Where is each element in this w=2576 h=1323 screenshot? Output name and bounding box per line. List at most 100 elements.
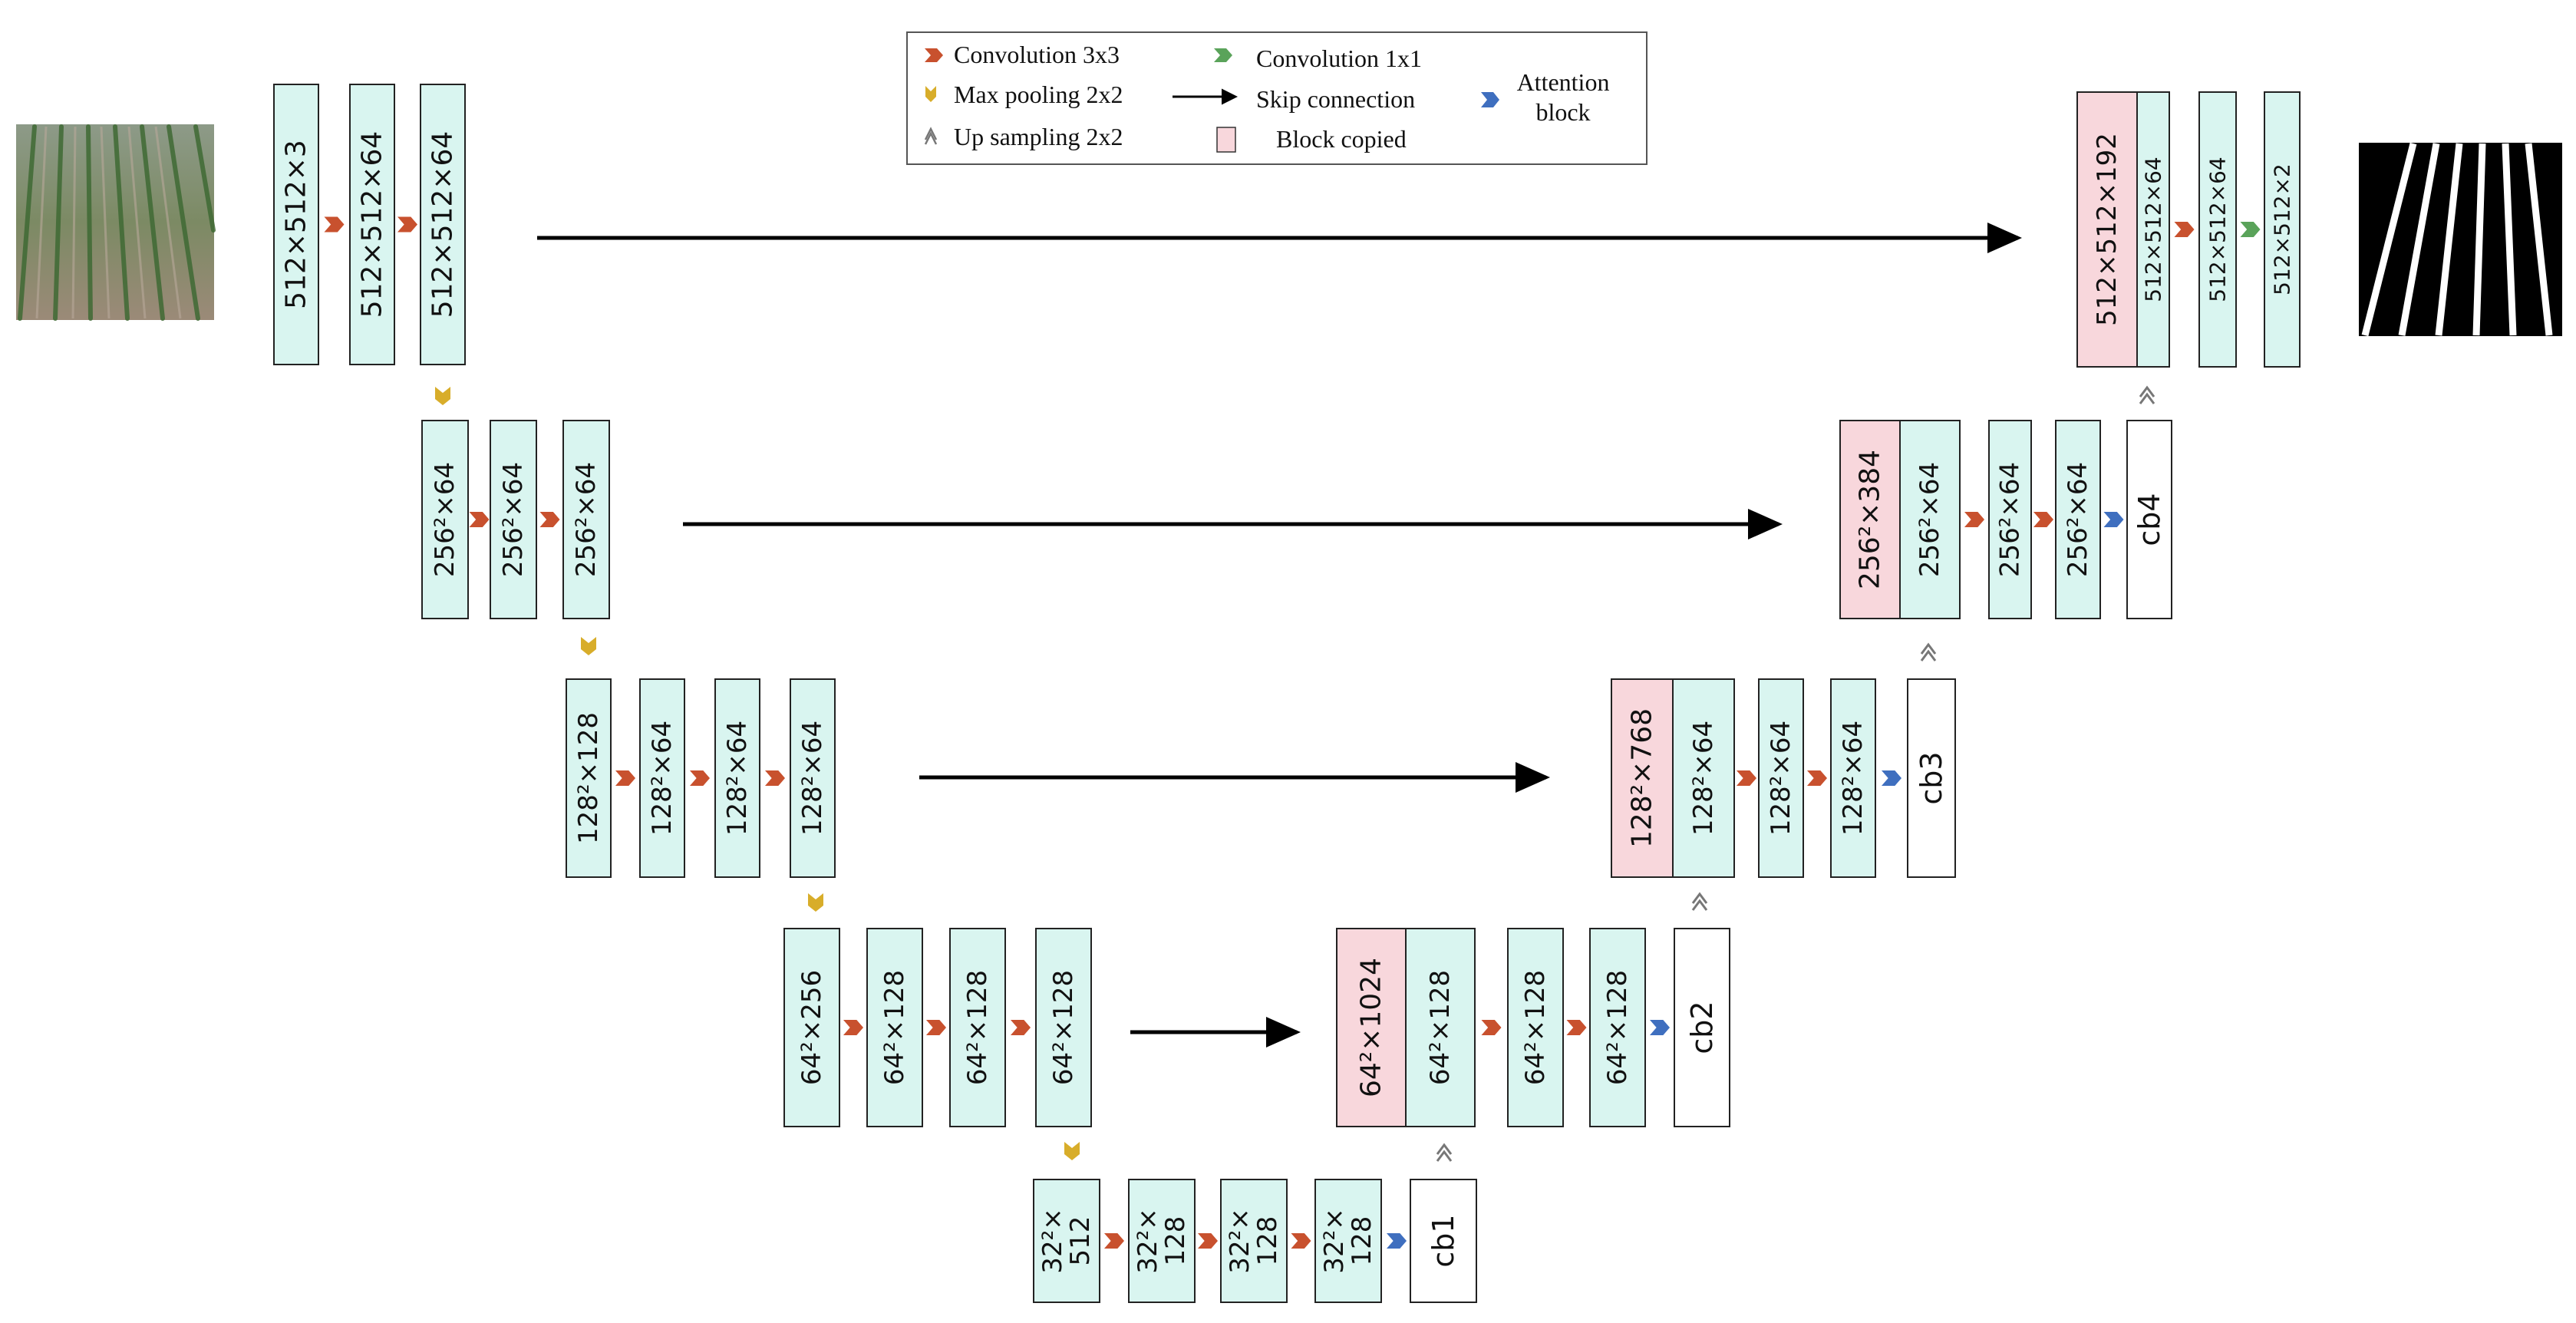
decoder-l5-copied-block-box (2076, 91, 2138, 368)
conv3-icon-enc-l3-3 (765, 770, 785, 786)
attention-block-cb4: cb4 (2126, 420, 2172, 619)
bottleneck-block-4-label-line1: 32²× (1319, 1208, 1350, 1273)
decoder-l3-block-2: 128²×64 (1758, 678, 1804, 878)
bottleneck-block-3-label-line1: 32²× (1225, 1208, 1255, 1273)
legend-attention-label-line1: Attention (1517, 68, 1610, 96)
attention-block-cb2-label: cb2 (1685, 1001, 1719, 1054)
encoder-l1-block-2-label: 512×512×64 (357, 131, 388, 318)
decoder-l3-block-1-label: 128²×64 (1688, 721, 1719, 836)
decoder-l3-block-3: 128²×64 (1830, 678, 1876, 878)
legend-conv1-label: Convolution 1x1 (1256, 45, 1422, 72)
conv3-icon-dec-l2-1 (1481, 1020, 1502, 1035)
conv1-legend-icon (1214, 48, 1232, 62)
copied-legend-swatch (1216, 127, 1236, 153)
encoder-l1-block-3: 512×512×64 (420, 84, 466, 365)
conv3-icon-enc-l2-1 (469, 512, 490, 527)
encoder-l4-block-1-label: 64²×256 (797, 970, 827, 1085)
encoder-l1-block-2: 512×512×64 (349, 84, 395, 365)
maxpool-icon-2 (581, 637, 596, 655)
conv3-icon-enc-l3-2 (690, 770, 710, 786)
bottleneck-block-2-box (1128, 1179, 1196, 1303)
decoder-l2-block-3: 64²×128 (1589, 928, 1646, 1127)
encoder-l1-block-1: 512×512×3 (273, 84, 319, 365)
attention-block-cb3-label: cb3 (1915, 751, 1948, 804)
output-image-background (2359, 143, 2562, 336)
upsample-legend-icon (924, 127, 938, 145)
legend-maxpool-label: Max pooling 2x2 (954, 81, 1123, 108)
decoder-l2-block-2: 64²×128 (1507, 928, 1564, 1127)
attention-icon-cb2 (1650, 1020, 1670, 1035)
decoder-l3-copied-block: 128²×768 (1611, 678, 1674, 878)
decoder-l4-block-3: 256²×64 (2055, 420, 2101, 619)
encoder-l3-block-3: 128²×64 (714, 678, 760, 878)
legend-copied-label: Block copied (1276, 125, 1407, 153)
attention-icon-cb1 (1387, 1233, 1407, 1249)
encoder-l2-block-3: 256²×64 (562, 420, 610, 619)
decoder-l3-block-2-box (1758, 678, 1804, 878)
conv3-icon-dec-l3-2 (1807, 770, 1827, 786)
encoder-l3-block-2-box (639, 678, 685, 878)
encoder-l4-block-2-label: 64²×128 (879, 970, 910, 1085)
legend-skip-label: Skip connection (1256, 85, 1415, 113)
upsample-icon-4 (2139, 385, 2155, 404)
encoder-l4-block-2: 64²×128 (866, 928, 923, 1127)
decoder-l3-block-3-box (1830, 678, 1876, 878)
encoder-l4-block-3-label: 64²×128 (962, 970, 993, 1085)
decoder-l5-block-2: 512×512×64 (2198, 91, 2237, 368)
decoder-l2-block-1-label: 64²×128 (1425, 970, 1456, 1085)
conv3-icon-bottleneck-2 (1198, 1233, 1218, 1249)
blocks-layer: 512×512×3 512×512×64 512×512×64 256²×64 256²… (273, 84, 2301, 1303)
decoder-l5-block-3: 512×512×2 (2264, 91, 2301, 368)
decoder-l5-block-2-box (2198, 91, 2237, 368)
encoder-l4-block-4-label: 64²×128 (1048, 970, 1079, 1085)
encoder-l4-block-3-box (949, 928, 1006, 1127)
upsample-icon-1 (1436, 1143, 1453, 1162)
decoder-l5-block-1: 512×512×64 (2136, 91, 2170, 368)
attention-block-cb1-label: cb1 (1427, 1214, 1460, 1267)
decoder-l2-copied-block-label: 64²×1024 (1356, 958, 1387, 1097)
decoder-l5-block-2-label: 512×512×64 (2205, 157, 2231, 302)
decoder-l4-block-3-label: 256²×64 (2063, 462, 2093, 577)
bottleneck-block-2: 32²×128 (1128, 1179, 1196, 1303)
decoder-l3-block-1: 128²×64 (1672, 678, 1735, 878)
legend-attention-label-line2: block (1535, 98, 1590, 126)
encoder-l3-block-4-label: 128²×64 (797, 721, 828, 836)
encoder-l2-block-3-label: 256²×64 (571, 462, 602, 577)
maxpool-icon-1 (435, 387, 450, 405)
decoder-l3-block-3-label: 128²×64 (1838, 721, 1869, 836)
decoder-l2-block-1-box (1405, 928, 1476, 1127)
encoder-l4-block-4: 64²×128 (1035, 928, 1092, 1127)
bottleneck-block-1-label-line2: 512 (1065, 1216, 1096, 1266)
conv3-icon-dec-l4-1 (1964, 512, 1984, 527)
decoder-l2-block-3-label: 64²×128 (1602, 970, 1633, 1085)
encoder-l2-block-1-box (421, 420, 469, 619)
maxpool-icon-4 (1064, 1142, 1080, 1160)
encoder-l2-block-1: 256²×64 (421, 420, 469, 619)
decoder-l3-block-2-label: 128²×64 (1766, 721, 1796, 836)
decoder-l4-copied-block-label: 256²×384 (1855, 450, 1886, 589)
conv3-icon-dec-l2-2 (1566, 1020, 1587, 1035)
maxpool-legend-icon (925, 86, 936, 102)
encoder-l2-block-2: 256²×64 (490, 420, 537, 619)
decoder-l4-block-2-label: 256²×64 (1995, 462, 2026, 577)
skip-connections (537, 223, 2022, 1048)
conv3-icon-enc-l1-1 (324, 216, 345, 233)
bottleneck-block-3-box (1220, 1179, 1288, 1303)
decoder-l2-copied-block: 64²×1024 (1336, 928, 1407, 1127)
attention-block-cb2: cb2 (1674, 928, 1730, 1127)
decoder-l4-block-1-label: 256²×64 (1915, 462, 1945, 577)
bottleneck-block-1: 32²×512 (1033, 1179, 1100, 1303)
decoder-l4-copied-block: 256²×384 (1839, 420, 1901, 619)
conv3-icon-dec-l5-1 (2174, 222, 2195, 237)
encoder-l2-block-2-label: 256²×64 (498, 462, 529, 577)
attention-block-cb4-box (2126, 420, 2172, 619)
decoder-l5-copied-block: 512×512×192 (2076, 91, 2138, 368)
encoder-l2-block-3-box (562, 420, 610, 619)
decoder-l3-block-1-box (1672, 678, 1735, 878)
encoder-l1-block-2-box (349, 84, 395, 365)
bottleneck-block-2-label-line1: 32²× (1133, 1208, 1163, 1273)
upsample-icon-2 (1691, 892, 1708, 911)
conv3-icon-enc-l3-1 (615, 770, 635, 786)
